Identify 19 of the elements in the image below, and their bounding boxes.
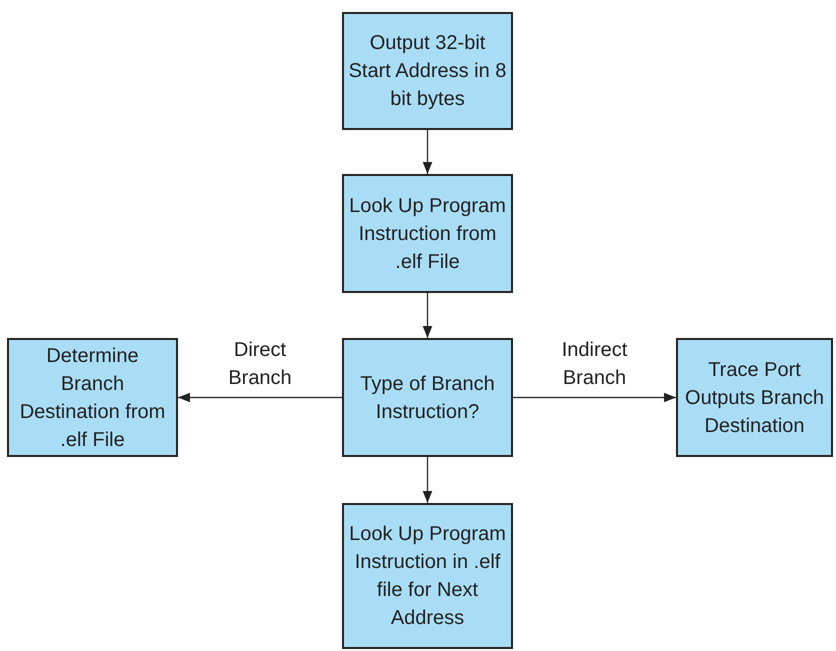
edge-label: Indirect Branch: [560, 338, 628, 390]
process-box: [342, 503, 513, 649]
box-text: Output 32-bit Start Address in 8 bit bytes: [348, 31, 507, 112]
box-text: Look Up Program Instruction from .elf File: [348, 194, 507, 274]
box-text: Look Up Program Instruction in .elf file for Next Address: [348, 522, 507, 631]
box-text: Type of Branch Instruction?: [359, 372, 496, 424]
arrow: [513, 392, 676, 402]
arrow: [178, 392, 342, 402]
arrow: [422, 457, 432, 503]
process-box: [342, 174, 513, 293]
box-text: Determine Branch Destination from .elf File: [18, 344, 166, 452]
process-box: [676, 338, 833, 457]
arrow: [422, 130, 432, 174]
box-text: Trace Port Outputs Branch Destination: [684, 358, 825, 438]
edge-label: Direct Branch: [227, 338, 293, 390]
arrow: [422, 293, 432, 338]
process-box: [7, 338, 178, 457]
process-box: [342, 12, 513, 130]
process-box: [342, 338, 513, 457]
